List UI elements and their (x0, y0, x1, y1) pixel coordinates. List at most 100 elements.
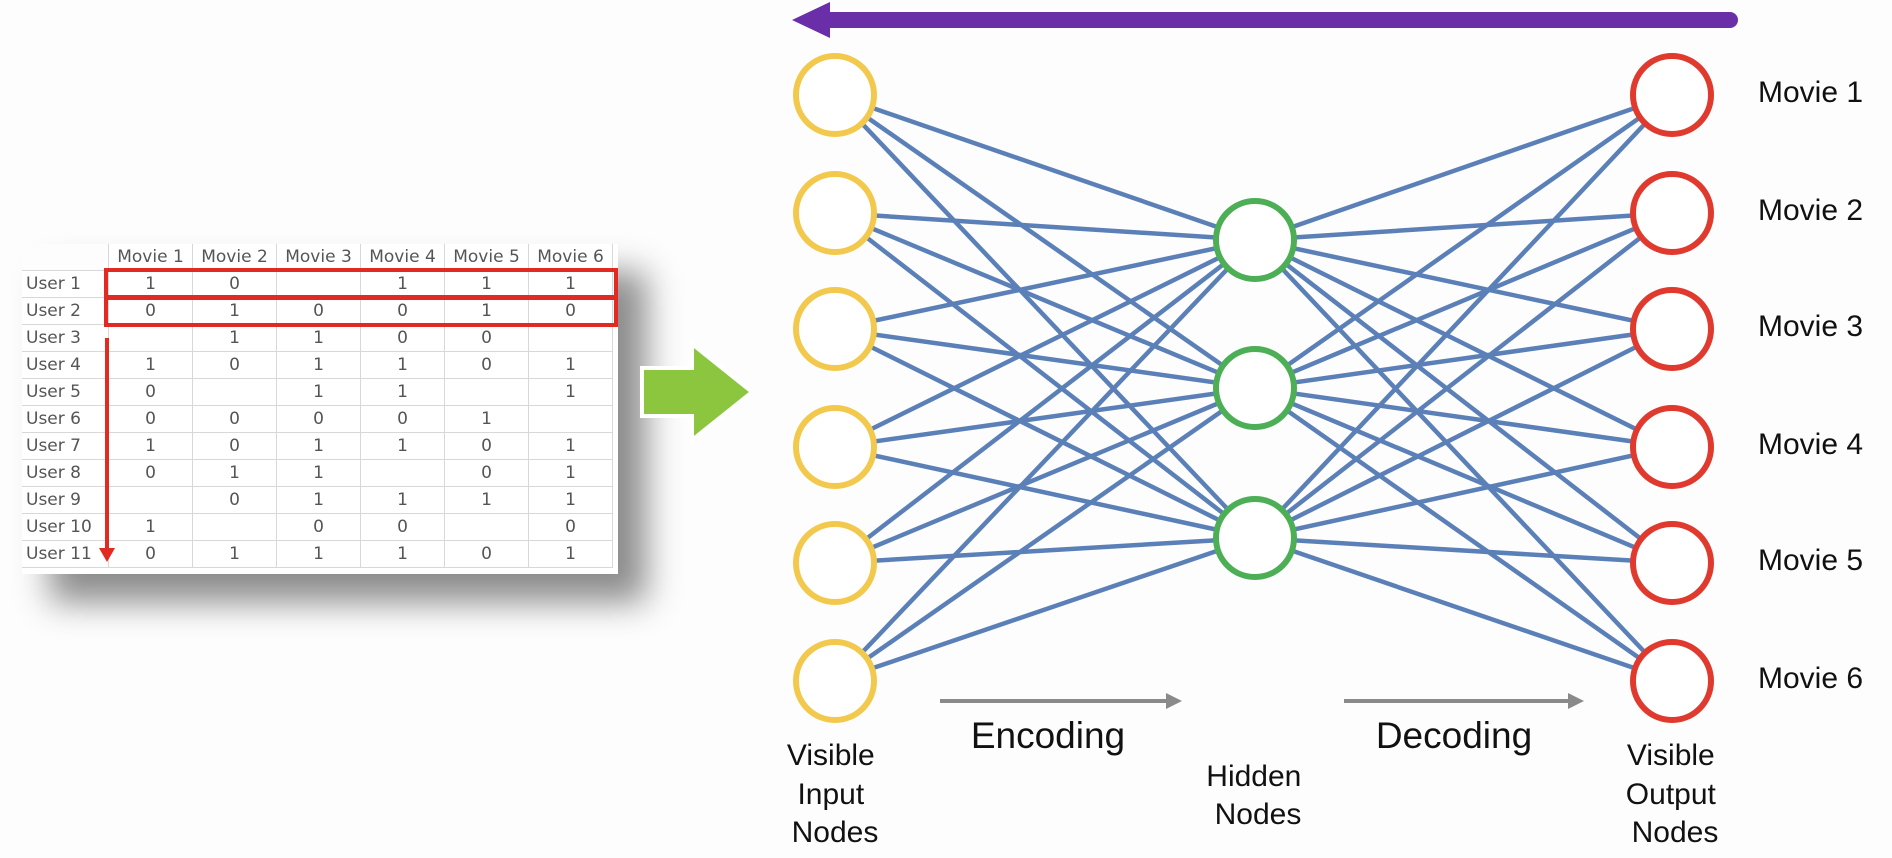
rating-cell: 1 (192, 459, 277, 487)
rating-cell: 1 (528, 270, 613, 298)
decoder-edge (1254, 237, 1673, 332)
row-label: User 3 (22, 324, 109, 352)
input-node (793, 405, 877, 489)
output-movie-label: Movie 5 (1758, 544, 1863, 577)
encoder-edge (834, 237, 1256, 450)
input-node (793, 639, 877, 723)
down-arrow-icon (99, 338, 115, 562)
decoder-edge (1253, 238, 1674, 565)
encoder-edge (834, 385, 1256, 566)
column-header: Movie 1 (108, 244, 193, 271)
decoder-edge (1254, 444, 1673, 541)
encoder-edge (834, 535, 1256, 684)
rating-cell (276, 270, 361, 298)
decoder-edge (1253, 93, 1674, 390)
output-movie-label: Movie 1 (1758, 76, 1863, 109)
rating-cell (528, 405, 613, 433)
encoder-edge (834, 92, 1256, 243)
decoder-edge (1253, 211, 1674, 540)
encoder-edge (833, 211, 1257, 540)
encoder-edge (833, 238, 1257, 683)
row-label: User 9 (22, 486, 109, 514)
decoder-edge (1253, 93, 1674, 540)
rating-cell: 1 (528, 486, 613, 514)
decoder-edge (1254, 210, 1673, 243)
rating-cell: 1 (276, 540, 361, 568)
table-corner (22, 244, 109, 271)
decoding-arrow-icon (1344, 693, 1584, 709)
input-node (793, 171, 877, 255)
output-node (1630, 53, 1714, 137)
hidden-node (1213, 346, 1297, 430)
left-arrow-icon (792, 2, 1738, 38)
row-label: User 11 (22, 540, 109, 568)
encoder-edge (833, 326, 1257, 541)
rating-cell: 0 (360, 297, 445, 325)
rating-cell (192, 378, 277, 406)
rating-cell: 1 (528, 540, 613, 568)
network-edges (833, 92, 1674, 684)
hidden-layer-label: Hidden Nodes (1206, 760, 1309, 831)
rating-cell: 0 (276, 405, 361, 433)
output-node (1630, 287, 1714, 371)
decoder-edge (1253, 386, 1674, 683)
row-highlight-user-2 (104, 296, 618, 327)
decoder-edge (1254, 535, 1673, 566)
rating-cell: 1 (276, 378, 361, 406)
rating-cell: 0 (276, 297, 361, 325)
encoding-arrow-icon (940, 693, 1182, 709)
row-highlight-user-1 (104, 268, 618, 299)
hidden-node (1213, 198, 1297, 282)
column-header: Movie 2 (192, 244, 277, 271)
rating-cell: 0 (192, 351, 277, 379)
encoder-edge (834, 385, 1256, 450)
rating-cell: 1 (360, 540, 445, 568)
encoder-edge (833, 93, 1257, 540)
encoder-edge (834, 535, 1256, 566)
output-movie-label: Movie 2 (1758, 194, 1863, 227)
output-node (1630, 639, 1714, 723)
input-node (793, 521, 877, 605)
output-movie-label: Movie 3 (1758, 310, 1863, 343)
encoder-edge (834, 210, 1256, 243)
decoder-edge (1253, 237, 1674, 450)
decoder-edge (1254, 326, 1673, 391)
encoder-edge (833, 93, 1257, 390)
output-layer-label: Visible Output Nodes (1626, 739, 1724, 849)
decoder-edge (1254, 92, 1673, 243)
network-nodes (793, 53, 1714, 723)
decoder-edge (1254, 385, 1673, 566)
rating-cell: 1 (444, 405, 529, 433)
encoding-label: Encoding (971, 715, 1125, 756)
rating-cell: 1 (192, 540, 277, 568)
rating-cell: 1 (360, 378, 445, 406)
output-node (1630, 171, 1714, 255)
encoder-edge (834, 326, 1256, 391)
decoding-label: Decoding (1376, 715, 1532, 756)
output-node (1630, 521, 1714, 605)
rating-cell: 0 (444, 540, 529, 568)
column-header: Movie 4 (360, 244, 445, 271)
encoder-edge (834, 237, 1256, 332)
row-label: User 10 (22, 513, 109, 541)
rating-cell: 1 (360, 351, 445, 379)
right-arrow-icon (640, 339, 756, 445)
row-label: User 8 (22, 459, 109, 487)
row-label: User 2 (22, 297, 109, 325)
encoder-edge (834, 210, 1256, 391)
input-node (793, 53, 877, 137)
input-layer-label: Visible Input Nodes (787, 739, 883, 849)
decoder-edge (1254, 385, 1673, 450)
rating-cell: 1 (276, 459, 361, 487)
rating-cell: 1 (528, 459, 613, 487)
input-node (793, 287, 877, 371)
column-header: Movie 6 (528, 244, 613, 271)
